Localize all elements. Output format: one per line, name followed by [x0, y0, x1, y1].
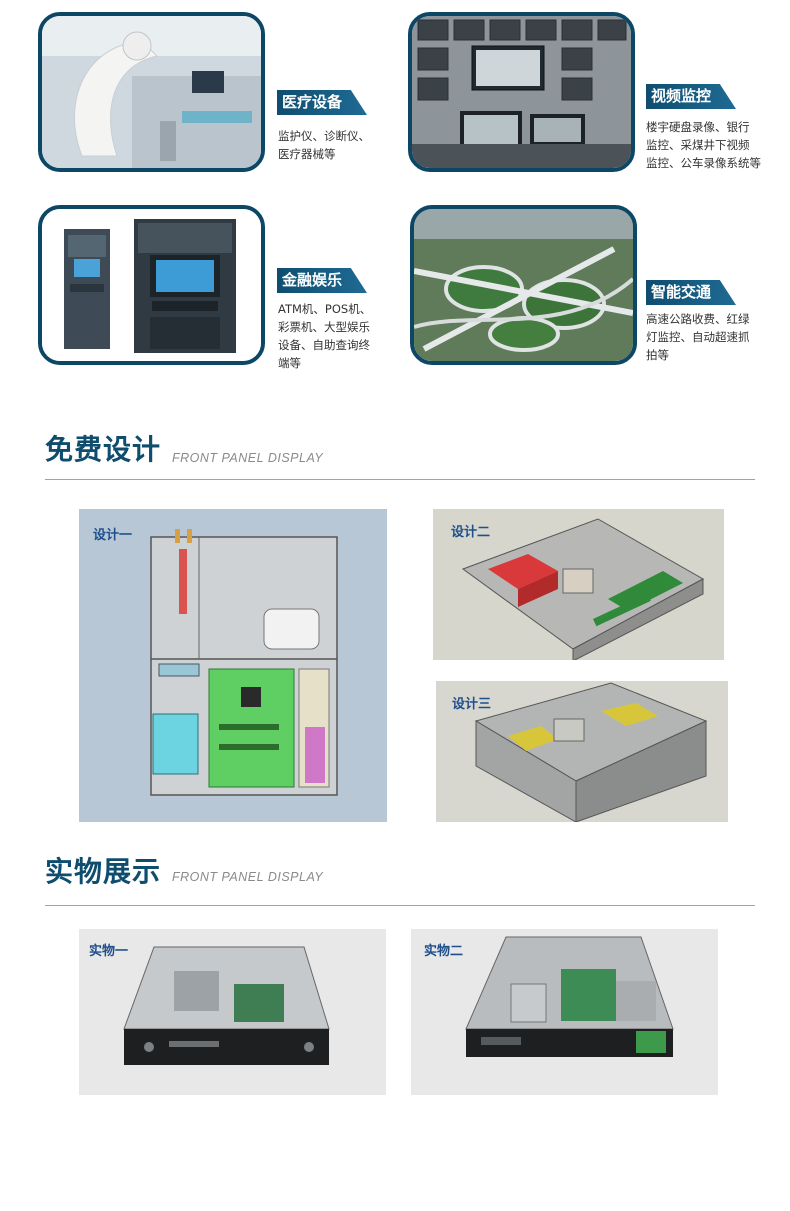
highway-interchange-image	[414, 209, 633, 361]
traffic-description: 高速公路收费、红绿 灯监控、自动超速抓 拍等	[646, 312, 750, 362]
video-surveillance-image	[412, 16, 631, 168]
design-one-label: 设计一	[93, 528, 133, 543]
medical-image-frame	[38, 12, 265, 172]
medical-title: 医疗设备	[277, 90, 367, 115]
product-section-subtitle: FRONT PANEL DISPLAY	[172, 870, 324, 884]
product-two-photo	[465, 936, 674, 1057]
design-one-drawing	[150, 529, 338, 796]
traffic-title: 智能交通	[646, 280, 736, 305]
design-section-title: 免费设计	[45, 433, 162, 466]
product-two-label: 实物二	[424, 944, 464, 959]
design-one-panel: 设计一	[79, 509, 387, 822]
product-section-title: 实物展示	[45, 855, 162, 888]
surveillance-title: 视频监控	[646, 84, 736, 109]
finance-description: ATM机、POS机、 彩票机、大型娱乐 设备、自助查询终 端等	[278, 302, 372, 370]
design-two-panel: 设计二	[433, 509, 724, 660]
product-one-panel: 实物一	[79, 929, 386, 1095]
design-section-divider	[45, 479, 755, 480]
design-three-panel: 设计三	[436, 681, 728, 822]
medical-description: 监护仪、诊断仪、 医疗器械等	[278, 129, 370, 161]
product-one-label: 实物一	[89, 944, 129, 959]
finance-image-frame	[38, 205, 265, 365]
finance-title: 金融娱乐	[277, 268, 367, 293]
product-two-panel: 实物二	[411, 929, 718, 1095]
traffic-image-frame	[410, 205, 637, 365]
surveillance-image-frame	[408, 12, 635, 172]
design-two-drawing	[461, 518, 705, 660]
surveillance-description: 楼宇硬盘录像、银行 监控、采煤井下视频 监控、公车录像系统等	[646, 120, 761, 170]
design-three-label: 设计三	[452, 697, 492, 712]
design-two-label: 设计二	[451, 525, 491, 540]
product-section-divider	[45, 905, 755, 906]
design-three-drawing	[474, 682, 708, 822]
design-section-subtitle: FRONT PANEL DISPLAY	[172, 451, 324, 465]
product-one-photo	[123, 946, 330, 1065]
atm-machine-image	[42, 209, 261, 361]
medical-equipment-image	[42, 16, 261, 168]
